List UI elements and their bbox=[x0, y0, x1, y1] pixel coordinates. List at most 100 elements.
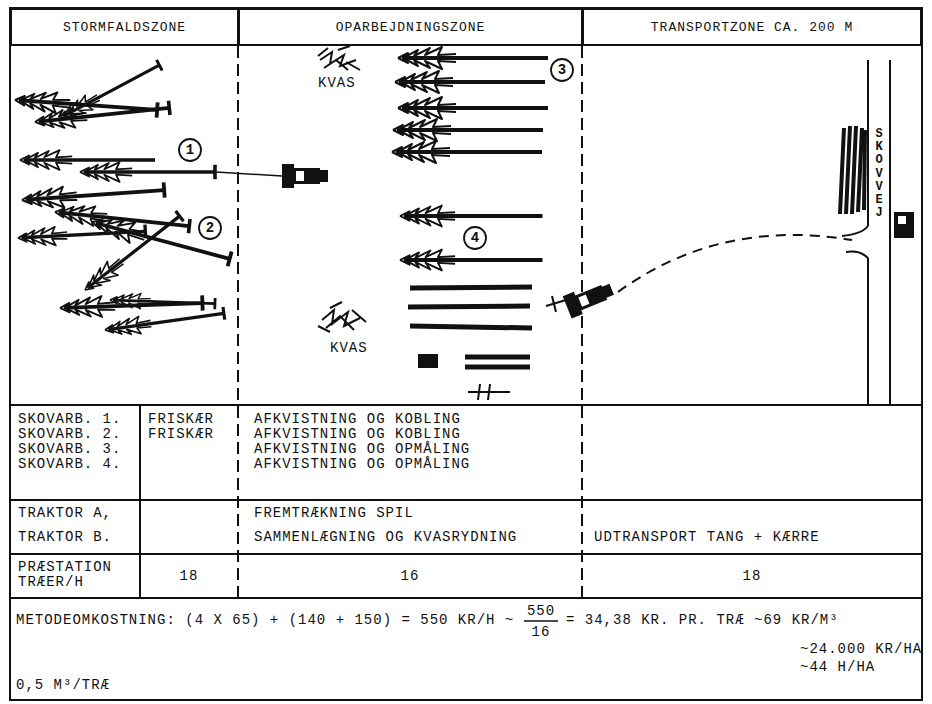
processed-trees bbox=[392, 47, 548, 270]
volume-note: 0,5 M³/TRÆ bbox=[16, 678, 110, 693]
task-cell: FRISKÆR bbox=[148, 427, 214, 442]
cost-formula: = 34,38 KR. PR. TRÆ ~69 KR/M³ bbox=[566, 613, 839, 628]
slash-label: KVAS bbox=[318, 76, 356, 91]
row-line bbox=[10, 553, 922, 555]
task-cell: FREMTRÆKNING SPIL bbox=[254, 506, 414, 521]
tree bbox=[393, 119, 543, 141]
mark-line bbox=[488, 384, 490, 400]
fallen-tree bbox=[20, 150, 155, 170]
tractor-window bbox=[578, 294, 589, 306]
slash-pile bbox=[318, 46, 366, 332]
mark-line bbox=[478, 384, 480, 400]
callout-number: 2 bbox=[201, 219, 219, 237]
truck-symbol bbox=[894, 212, 914, 238]
slash-label: KVAS bbox=[330, 341, 368, 356]
fallen-tree bbox=[18, 222, 146, 247]
log bbox=[408, 306, 530, 307]
column-line bbox=[139, 405, 141, 598]
callout-number: 3 bbox=[553, 61, 571, 79]
zone-header: OPARBEJDNINGSZONE bbox=[238, 8, 583, 46]
tree bbox=[398, 97, 548, 119]
hitch-line bbox=[546, 300, 566, 306]
road-branch bbox=[846, 252, 868, 258]
winch-cable bbox=[216, 172, 282, 176]
task-cell: AFKVISTNING OG KOBLING bbox=[254, 412, 461, 427]
log bbox=[410, 287, 532, 288]
logs bbox=[408, 287, 532, 367]
cost-formula: METODEOMKOSTNING: (4 X 65) + (140 + 150)… bbox=[16, 613, 514, 628]
worker-label: SKOVARB. 2. bbox=[18, 427, 121, 442]
fraction-numerator: 550 bbox=[527, 604, 555, 619]
performance-value: 16 bbox=[401, 569, 420, 584]
worker-label: SKOVARB. 4. bbox=[18, 457, 121, 472]
tree bbox=[392, 141, 542, 163]
task-cell: AFKVISTNING OG OPMÅLING bbox=[254, 457, 470, 472]
performance-value: 18 bbox=[743, 569, 762, 584]
tractor-symbol bbox=[563, 278, 616, 318]
worker-label: SKOVARB. 3. bbox=[18, 442, 121, 457]
row-line bbox=[10, 499, 922, 501]
slash-scribble bbox=[318, 302, 366, 332]
road-branch bbox=[842, 226, 868, 236]
tree bbox=[398, 47, 548, 69]
fallen-tree bbox=[21, 180, 165, 211]
tractor-wheel bbox=[318, 170, 328, 182]
fraction-bar bbox=[524, 620, 558, 622]
worker-label: SKOVARB. 1. bbox=[18, 412, 121, 427]
forest-road bbox=[842, 60, 890, 404]
fallen-tree bbox=[56, 58, 163, 125]
zone-header: STORMFALDSZONE bbox=[10, 8, 239, 46]
outer-frame bbox=[10, 8, 922, 700]
log bbox=[465, 365, 530, 370]
table-grid bbox=[10, 8, 922, 700]
measure-mark bbox=[468, 384, 510, 400]
task-cell: AFKVISTNING OG OPMÅLING bbox=[254, 442, 470, 457]
fallen-tree bbox=[80, 209, 185, 297]
cost-note: ~44 H/HA bbox=[800, 660, 875, 675]
truck-window bbox=[898, 216, 906, 224]
fallen-tree bbox=[89, 212, 232, 269]
hitch-cross bbox=[546, 296, 566, 312]
tree bbox=[395, 71, 545, 93]
slash-scribble bbox=[318, 46, 360, 70]
road-edge bbox=[889, 60, 891, 404]
tree bbox=[400, 206, 543, 227]
zone-title: TRANSPORTZONE CA. 200 M bbox=[651, 20, 853, 35]
task-cell: SAMMENLÆGNING OG KVASRYDNING bbox=[254, 530, 517, 545]
log bbox=[858, 128, 862, 212]
zone-title: STORMFALDSZONE bbox=[63, 20, 186, 35]
callout-number: 1 bbox=[181, 141, 199, 159]
log bbox=[846, 126, 850, 214]
row-line bbox=[10, 404, 922, 406]
zone-title: OPARBEJDNINGSZONE bbox=[336, 20, 486, 35]
windfall-trees bbox=[14, 58, 232, 339]
tractor-label: TRAKTOR B. bbox=[18, 530, 112, 545]
task-cell: FRISKÆR bbox=[148, 412, 214, 427]
zone-divider bbox=[237, 46, 239, 598]
tree bbox=[400, 250, 543, 271]
task-cell: AFKVISTNING OG KOBLING bbox=[254, 427, 461, 442]
fallen-tree bbox=[34, 98, 170, 132]
fallen-tree bbox=[104, 305, 225, 339]
tractor-symbol bbox=[282, 164, 328, 188]
log bbox=[465, 355, 530, 360]
road-name: SKOVVEJ bbox=[873, 128, 885, 220]
zone-header: TRANSPORTZONE CA. 200 M bbox=[582, 8, 922, 46]
fallen-tree bbox=[80, 162, 215, 182]
callout-circle bbox=[551, 59, 573, 81]
log bbox=[840, 128, 844, 214]
tractor-wheel bbox=[600, 284, 614, 299]
tractor-label: TRAKTOR A, bbox=[18, 506, 112, 521]
log-stack bbox=[840, 126, 865, 214]
zone-divider bbox=[581, 46, 583, 598]
road-edge bbox=[867, 60, 869, 226]
performance-label: PRÆSTATION TRÆER/H bbox=[18, 560, 138, 590]
log-end bbox=[418, 354, 438, 368]
row-line bbox=[10, 597, 922, 599]
log bbox=[410, 326, 532, 328]
callout-circle bbox=[179, 139, 201, 161]
performance-value: 18 bbox=[180, 569, 199, 584]
fraction-denominator: 16 bbox=[532, 625, 551, 640]
fallen-tree bbox=[110, 292, 215, 311]
callout-number: 4 bbox=[466, 229, 484, 247]
